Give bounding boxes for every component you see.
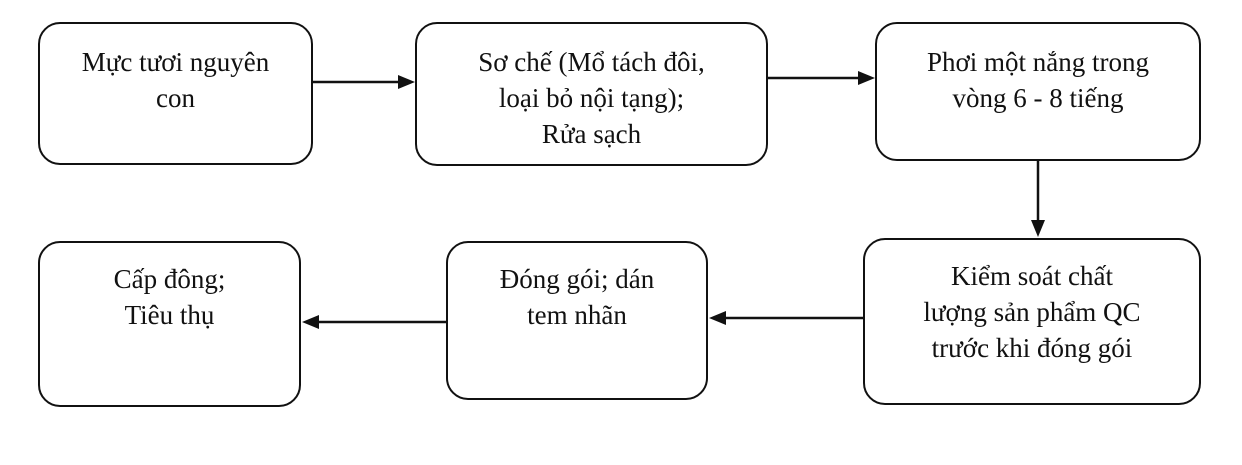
step-qc-check: Kiểm soát chất lượng sản phẩm QC trước k… bbox=[863, 238, 1201, 405]
step-label-line: Kiểm soát chất bbox=[951, 261, 1113, 291]
step-label-line: Phơi một nắng trong bbox=[926, 47, 1150, 77]
step-label-line: Đóng gói; dán bbox=[499, 264, 655, 294]
arrow-qc-check-to-packaging bbox=[709, 311, 863, 325]
step-label-line: vòng 6 - 8 tiếng bbox=[952, 83, 1124, 113]
step-label-line: Tiêu thụ bbox=[124, 300, 215, 330]
step-preprocess: Sơ chế (Mổ tách đôi, loại bỏ nội tạng); … bbox=[415, 22, 768, 166]
step-label-line: Mực tươi nguyên bbox=[81, 47, 270, 77]
step-label-line: Rửa sạch bbox=[541, 119, 642, 149]
step-label-line: lượng sản phẩm QC bbox=[923, 297, 1141, 327]
step-label-line: tem nhãn bbox=[527, 300, 627, 330]
step-fresh-squid: Mực tươi nguyên con bbox=[38, 22, 313, 165]
step-label-line: Sơ chế (Mổ tách đôi, bbox=[478, 47, 705, 77]
arrow-preprocess-to-sun-dry bbox=[768, 71, 875, 85]
arrow-packaging-to-freeze-consume bbox=[302, 315, 446, 329]
step-label-line: Cấp đông; bbox=[113, 264, 226, 294]
arrow-sun-dry-to-qc-check bbox=[1031, 161, 1045, 237]
step-label-line: trước khi đóng gói bbox=[931, 333, 1133, 363]
step-freeze-consume: Cấp đông; Tiêu thụ bbox=[38, 241, 301, 407]
arrow-fresh-squid-to-preprocess bbox=[313, 75, 415, 89]
step-label-line: con bbox=[156, 83, 195, 113]
step-label-line: loại bỏ nội tạng); bbox=[498, 83, 685, 113]
step-sun-dry: Phơi một nắng trong vòng 6 - 8 tiếng bbox=[875, 22, 1201, 161]
step-packaging: Đóng gói; dán tem nhãn bbox=[446, 241, 708, 400]
